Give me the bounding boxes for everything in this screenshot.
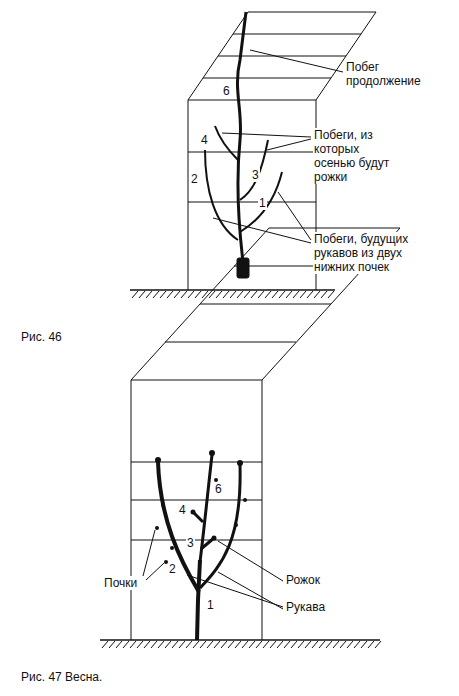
hatch-stroke — [286, 291, 292, 298]
hatch-stroke — [272, 291, 278, 298]
hatch-stroke — [188, 291, 194, 298]
hatch-stroke — [293, 291, 299, 298]
hatch-stroke — [158, 641, 164, 648]
shoot-group-label: Побеги, из которых осенью будут рожки — [313, 128, 397, 184]
callout-number: 4 — [200, 133, 209, 147]
hatch-stroke — [284, 641, 290, 648]
hatch-stroke — [230, 291, 236, 298]
callout-number: 6 — [214, 482, 223, 496]
hatch-stroke — [312, 641, 318, 648]
callout-number: 1 — [258, 196, 267, 210]
hatch-stroke — [102, 641, 108, 648]
hatch-stroke — [144, 641, 150, 648]
hatch-stroke — [186, 641, 192, 648]
hatch-stroke — [137, 641, 143, 648]
hatch-stroke — [109, 641, 115, 648]
hatch-stroke — [333, 641, 339, 648]
hatch-stroke — [139, 291, 145, 298]
hatch-stroke — [263, 641, 269, 648]
hatch-stroke — [256, 641, 262, 648]
hatch-stroke — [265, 291, 271, 298]
hatch-stroke — [305, 641, 311, 648]
hatch-stroke — [326, 641, 332, 648]
hatch-stroke — [214, 641, 220, 648]
hatch-stroke — [321, 291, 327, 298]
trellis-figure-47 — [100, 228, 400, 640]
hatch-stroke — [172, 641, 178, 648]
hatch-stroke — [216, 291, 222, 298]
hatch-stroke — [361, 641, 367, 648]
hatch-stroke — [291, 641, 297, 648]
part-label: Почки — [103, 576, 138, 590]
figure-caption: Рис. 46 — [20, 330, 63, 344]
shoot-group-label: Побеги, будущих рукавов из двух нижних п… — [313, 232, 437, 274]
hatch-stroke — [195, 291, 201, 298]
hatch-stroke — [228, 641, 234, 648]
hatch-stroke — [146, 291, 152, 298]
callout-number: 2 — [168, 562, 177, 576]
hatch-stroke — [237, 291, 243, 298]
part-label: Рожок — [285, 573, 321, 587]
hatch-stroke — [153, 291, 159, 298]
hatch-stroke — [319, 641, 325, 648]
hatch-stroke — [174, 291, 180, 298]
hatch-stroke — [347, 641, 353, 648]
callout-number: 2 — [190, 172, 199, 186]
cane-label: Побег продолжение — [345, 60, 429, 88]
hatch-stroke — [221, 641, 227, 648]
hatch-stroke — [223, 291, 229, 298]
callout-number: 3 — [251, 168, 260, 182]
hatch-stroke — [165, 641, 171, 648]
hatch-stroke — [181, 291, 187, 298]
hatch-stroke — [132, 291, 138, 298]
hatch-stroke — [375, 641, 381, 648]
hatch-stroke — [151, 641, 157, 648]
hatch-stroke — [314, 291, 320, 298]
hatch-stroke — [368, 641, 374, 648]
ground-hatching — [102, 291, 381, 648]
hatch-stroke — [167, 291, 173, 298]
hatch-stroke — [116, 641, 122, 648]
hatch-stroke — [354, 641, 360, 648]
hatch-stroke — [277, 641, 283, 648]
hatch-stroke — [130, 641, 136, 648]
hatch-stroke — [340, 641, 346, 648]
hatch-stroke — [307, 291, 313, 298]
hatch-stroke — [270, 641, 276, 648]
callout-number: 6 — [222, 84, 231, 98]
hatch-stroke — [298, 641, 304, 648]
hatch-stroke — [209, 291, 215, 298]
hatch-stroke — [235, 641, 241, 648]
callout-number: 1 — [206, 598, 215, 612]
hatch-stroke — [244, 291, 250, 298]
hatch-stroke — [279, 291, 285, 298]
callout-number: 4 — [178, 503, 187, 517]
hatch-stroke — [200, 641, 206, 648]
hatch-stroke — [160, 291, 166, 298]
hatch-stroke — [193, 641, 199, 648]
hatch-stroke — [207, 641, 213, 648]
figure-caption: Рис. 47 Весна. — [20, 670, 103, 684]
hatch-stroke — [328, 291, 334, 298]
hatch-stroke — [258, 291, 264, 298]
hatch-stroke — [202, 291, 208, 298]
callout-number: 3 — [186, 536, 195, 550]
part-label: Рукава — [285, 600, 326, 614]
hatch-stroke — [300, 291, 306, 298]
hatch-stroke — [123, 641, 129, 648]
hatch-stroke — [249, 641, 255, 648]
hatch-stroke — [242, 641, 248, 648]
hatch-stroke — [179, 641, 185, 648]
hatch-stroke — [251, 291, 257, 298]
